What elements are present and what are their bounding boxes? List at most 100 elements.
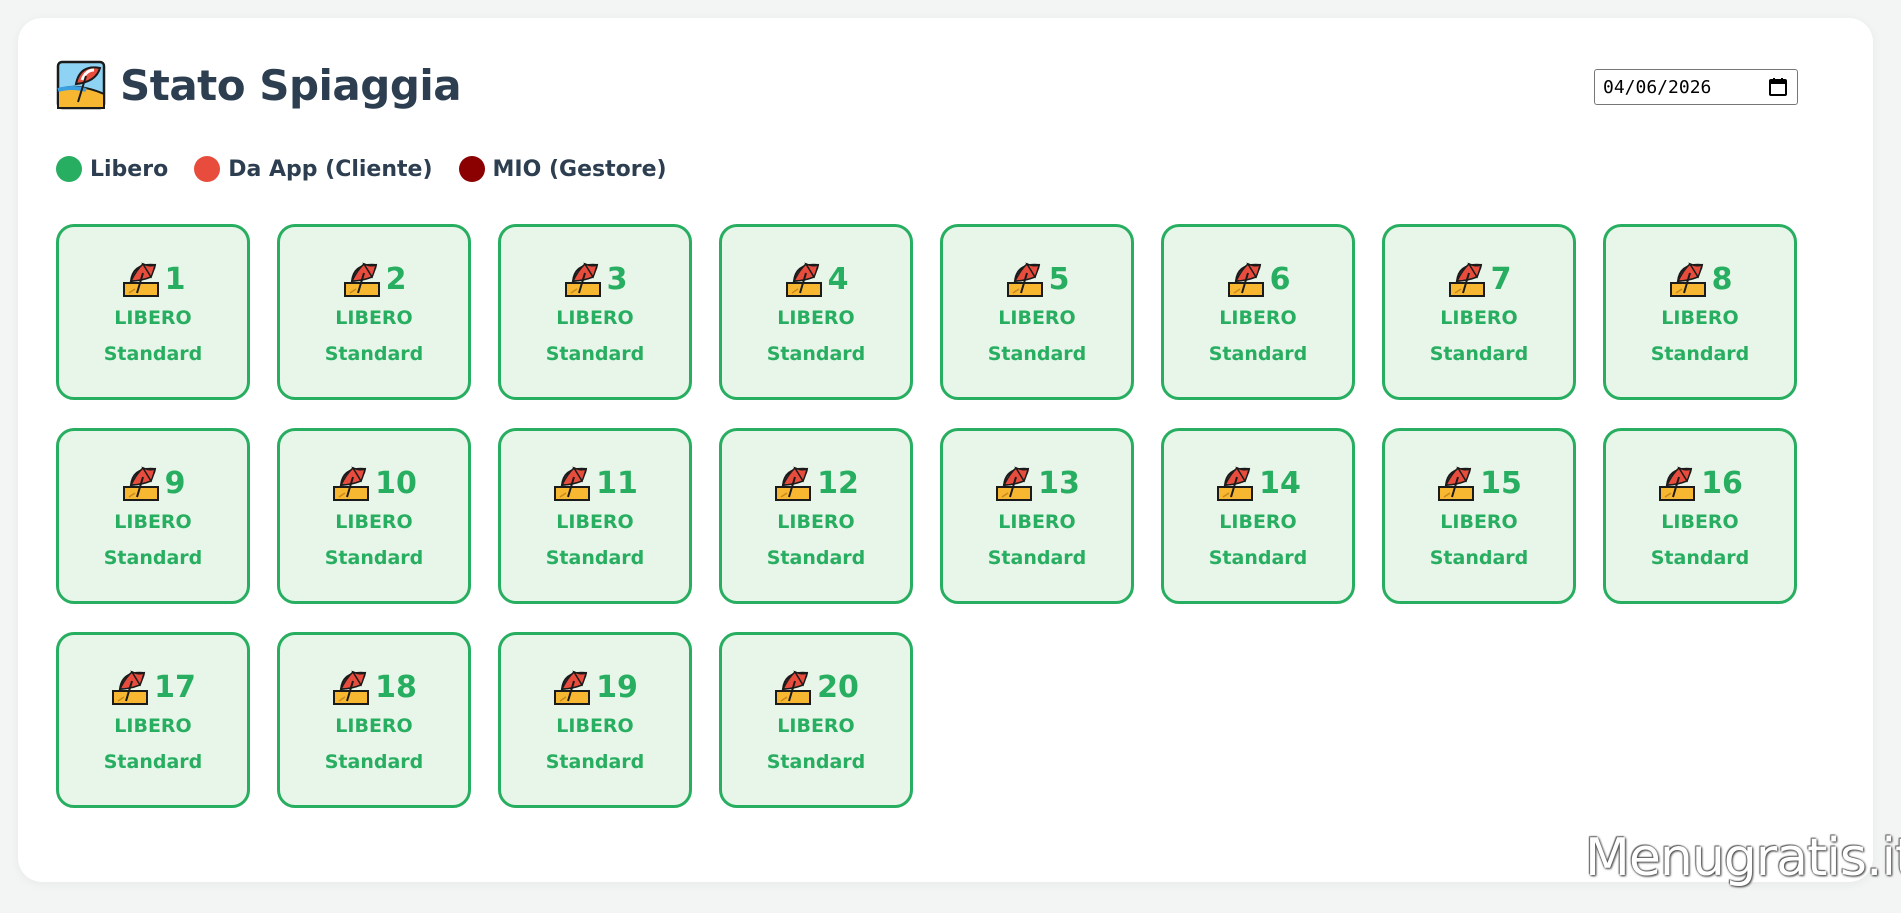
spot-header: 10 — [331, 463, 417, 503]
spot-header: 3 — [563, 259, 628, 299]
spot-status: LIBERO — [998, 307, 1076, 329]
spot-status: LIBERO — [1661, 511, 1739, 533]
page-header: Stato Spiaggia — [56, 60, 462, 110]
spot-type: Standard — [1650, 343, 1750, 365]
spot-header: 9 — [121, 463, 186, 503]
spot-type: Standard — [1208, 343, 1308, 365]
spot-status: LIBERO — [114, 511, 192, 533]
legend-label: MIO (Gestore) — [492, 156, 667, 182]
legend-label: Libero — [90, 156, 169, 182]
spot-type: Standard — [766, 343, 866, 365]
spot-type: Standard — [987, 547, 1087, 569]
spot-status: LIBERO — [777, 715, 855, 737]
legend-item: MIO (Gestore) — [458, 156, 667, 182]
watermark: Menugratis.it — [1585, 828, 1901, 888]
umbrella-icon — [331, 463, 371, 503]
spot-type: Standard — [324, 547, 424, 569]
spot-number: 15 — [1480, 465, 1522, 501]
spot-number: 3 — [606, 261, 628, 297]
umbrella-icon — [773, 667, 813, 707]
spot-status: LIBERO — [1219, 511, 1297, 533]
spot-status: LIBERO — [998, 511, 1076, 533]
umbrella-icon — [552, 667, 592, 707]
umbrella-icon — [342, 259, 382, 299]
spot-type: Standard — [103, 547, 203, 569]
spot-header: 17 — [110, 667, 196, 707]
spot-status: LIBERO — [114, 307, 192, 329]
umbrella-icon — [1215, 463, 1255, 503]
spot-type: Standard — [545, 343, 645, 365]
spot-number: 2 — [385, 261, 407, 297]
legend-dot-icon — [56, 156, 82, 182]
spot-status: LIBERO — [1219, 307, 1297, 329]
spot-number: 4 — [827, 261, 849, 297]
spot-header: 20 — [773, 667, 859, 707]
spot-header: 1 — [121, 259, 185, 299]
spot-status: LIBERO — [556, 307, 634, 329]
legend-item: Da App (Cliente) — [194, 156, 433, 182]
spot-number: 19 — [596, 669, 638, 705]
spot-type: Standard — [1650, 547, 1750, 569]
spot-type: Standard — [324, 343, 424, 365]
calendar-icon[interactable] — [1767, 76, 1789, 98]
spot-status: LIBERO — [777, 511, 855, 533]
legend-item: Libero — [56, 156, 168, 182]
umbrella-icon — [1226, 259, 1266, 299]
date-picker-input[interactable]: 04/06/2026 — [1594, 69, 1798, 105]
spot-header: 5 — [1005, 259, 1069, 299]
spot-number: 14 — [1259, 465, 1301, 501]
spot-status: LIBERO — [1440, 307, 1518, 329]
spot-status: LIBERO — [335, 307, 413, 329]
spot-header: 2 — [342, 259, 407, 299]
umbrella-icon — [110, 667, 150, 707]
spot-number: 16 — [1701, 465, 1743, 501]
spot-number: 20 — [817, 669, 859, 705]
spot-type: Standard — [324, 751, 424, 773]
spot-number: 6 — [1269, 261, 1291, 297]
umbrella-icon — [1447, 259, 1487, 299]
spot-type: Standard — [545, 547, 645, 569]
spot-status: LIBERO — [114, 715, 192, 737]
date-value: 04/06/2026 — [1603, 76, 1712, 98]
spot-header: 14 — [1215, 463, 1301, 503]
spot-number: 9 — [164, 465, 186, 501]
spot-type: Standard — [103, 343, 203, 365]
spot-header: 11 — [552, 463, 638, 503]
umbrella-icon — [331, 667, 371, 707]
spot-header: 13 — [994, 463, 1080, 503]
spot-number: 8 — [1711, 261, 1733, 297]
legend-label: Da App (Cliente) — [228, 156, 433, 182]
umbrella-icon — [552, 463, 592, 503]
beach-umbrella-icon — [56, 60, 106, 110]
spot-header: 19 — [552, 667, 638, 707]
umbrella-icon — [121, 463, 161, 503]
umbrella-icon — [784, 259, 824, 299]
spot-status: LIBERO — [777, 307, 855, 329]
spot-header: 8 — [1668, 259, 1733, 299]
spot-header: 18 — [331, 667, 417, 707]
spot-number: 17 — [154, 669, 196, 705]
page-title: Stato Spiaggia — [120, 60, 462, 110]
spot-type: Standard — [103, 751, 203, 773]
